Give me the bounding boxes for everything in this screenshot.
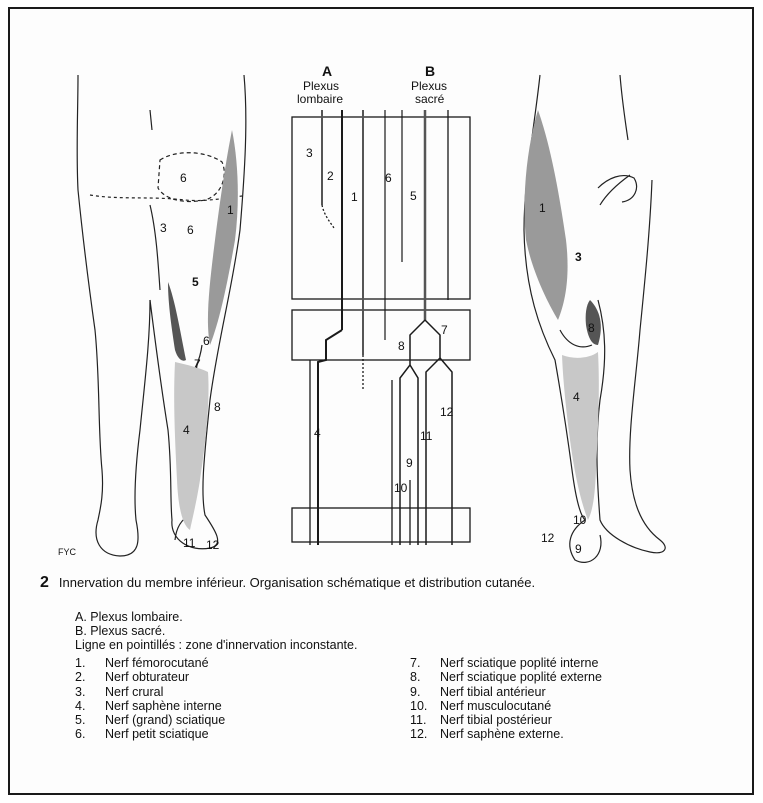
schema-label-9: 9 xyxy=(406,456,413,470)
schema-box-thigh xyxy=(292,117,470,299)
legend-right-column: 7.Nerf sciatique poplité interne 8.Nerf … xyxy=(410,656,602,742)
right-leg-genitals xyxy=(598,176,637,202)
figure-number: 2 xyxy=(40,574,49,591)
left-label-3: 3 xyxy=(160,221,167,235)
right-label-1: 1 xyxy=(539,201,546,215)
col-a-letter: A xyxy=(322,63,332,79)
legend-item: 1.Nerf fémorocutané xyxy=(75,656,225,670)
col-b-label-1: Plexus xyxy=(411,79,447,93)
legend-item: 7.Nerf sciatique poplité interne xyxy=(410,656,602,670)
schema-label-2: 2 xyxy=(327,169,334,183)
right-leg-groin xyxy=(600,175,630,205)
schema-label-12: 12 xyxy=(440,405,454,419)
legend-item: 11.Nerf tibial postérieur xyxy=(410,713,602,727)
legend-item: 9.Nerf tibial antérieur xyxy=(410,685,602,699)
left-leg-zone4-dark-fill xyxy=(168,282,186,361)
right-label-3: 3 xyxy=(575,250,582,264)
right-leg-torso-line xyxy=(620,75,628,140)
left-leg-crease xyxy=(150,205,160,290)
legend-item: 3.Nerf crural xyxy=(75,685,225,699)
right-label-9: 9 xyxy=(575,542,582,556)
left-label-12: 12 xyxy=(206,538,220,552)
left-label-6c: 6 xyxy=(203,334,210,348)
legend-item: 4.Nerf saphène interne xyxy=(75,699,225,713)
left-leg-zone1-fill xyxy=(208,130,238,345)
col-a-label-2: lombaire xyxy=(297,92,343,106)
left-label-1: 1 xyxy=(227,203,234,217)
left-leg-outline-left xyxy=(77,75,150,556)
right-label-10: 10 xyxy=(573,513,587,527)
left-label-6b: 6 xyxy=(187,223,194,237)
legend-item: 12.Nerf saphène externe. xyxy=(410,727,602,741)
legend-item: 6.Nerf petit sciatique xyxy=(75,727,225,741)
col-b-label-2: sacré xyxy=(415,92,445,106)
schema-label-6: 6 xyxy=(385,171,392,185)
caption-b-line: B. Plexus sacré. xyxy=(75,624,183,638)
schema-label-3: 3 xyxy=(306,146,313,160)
signature: FYC xyxy=(58,547,77,557)
left-label-11: 11 xyxy=(183,536,196,550)
right-label-4: 4 xyxy=(573,390,580,404)
left-label-5: 5 xyxy=(192,275,199,289)
schema-label-10: 10 xyxy=(394,481,408,495)
schema-label-7: 7 xyxy=(441,323,448,337)
right-label-8: 8 xyxy=(588,321,595,335)
schema-label-5: 5 xyxy=(410,189,417,203)
caption-a-line: A. Plexus lombaire. xyxy=(75,610,183,624)
right-leg-zone1-fill xyxy=(525,110,568,320)
schema-label-11: 11 xyxy=(420,429,433,443)
caption-text: Innervation du membre inférieur. Organis… xyxy=(59,575,535,590)
schema-label-4: 4 xyxy=(314,426,321,440)
legend-item: 10.Nerf musculocutané xyxy=(410,699,602,713)
figure-caption: 2 Innervation du membre inférieur. Organi… xyxy=(40,575,730,590)
legend-left-column: 1.Nerf fémorocutané 2.Nerf obturateur 3.… xyxy=(75,656,225,742)
schema: A Plexus lombaire B Plexus sacré xyxy=(292,63,470,545)
left-label-7: 7 xyxy=(194,357,201,371)
legend-item: 5.Nerf (grand) sciatique xyxy=(75,713,225,727)
left-leg-figure xyxy=(77,75,246,556)
schema-label-1: 1 xyxy=(351,190,358,204)
left-leg-gluteal-line xyxy=(150,110,152,130)
right-label-12: 12 xyxy=(541,531,555,545)
left-label-8: 8 xyxy=(214,400,221,414)
col-a-label-1: Plexus xyxy=(303,79,339,93)
schema-label-8: 8 xyxy=(398,339,405,353)
legend-item: 8.Nerf sciatique poplité externe xyxy=(410,670,602,684)
caption-ab-lines: A. Plexus lombaire. B. Plexus sacré. xyxy=(75,610,183,638)
right-leg-outline-right xyxy=(597,180,665,553)
left-label-4: 4 xyxy=(183,423,190,437)
dotted-line-note: Ligne en pointillés : zone d'innervation… xyxy=(75,638,357,652)
left-leg-zone6-top xyxy=(158,153,224,202)
left-label-6: 6 xyxy=(180,171,187,185)
legend-item: 2.Nerf obturateur xyxy=(75,670,225,684)
left-leg-hip-line xyxy=(90,195,242,201)
col-b-letter: B xyxy=(425,63,435,79)
